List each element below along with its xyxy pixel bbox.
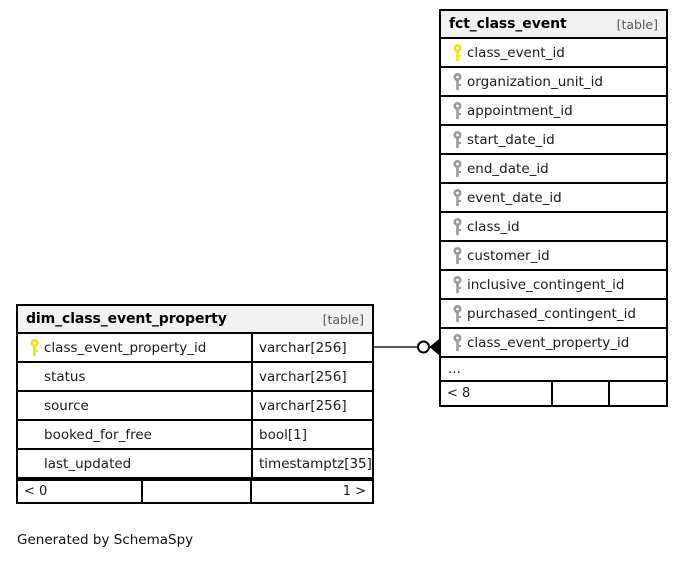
column-name-cell: start_date_id (441, 126, 666, 153)
relationship-connector[interactable] (370, 330, 446, 366)
table-row[interactable]: class_id (441, 213, 666, 242)
column-name-cell: class_id (441, 213, 666, 240)
column-type: varchar[256] (251, 392, 372, 419)
table-row[interactable]: appointment_id (441, 97, 666, 126)
column-name-cell: organization_unit_id (441, 68, 666, 95)
foreign-key-icon (447, 73, 467, 90)
table-row-class-event-property-id[interactable]: class_event_property_id varchar[256] (18, 334, 372, 363)
column-name-cell: event_date_id (441, 184, 666, 211)
table-footer-fct-class-event: < 8 (441, 382, 666, 405)
footer-outgoing-relations[interactable] (608, 382, 666, 405)
column-label: class_id (467, 218, 520, 235)
column-label: purchased_contingent_id (467, 305, 636, 322)
column-label: source (44, 397, 89, 414)
table-row[interactable]: source varchar[256] (18, 392, 372, 421)
footer-incoming-relations[interactable]: < 8 (447, 386, 471, 401)
table-row[interactable]: purchased_contingent_id (441, 300, 666, 329)
more-columns-indicator: ... (441, 358, 666, 382)
primary-key-icon (447, 44, 467, 61)
foreign-key-icon (447, 305, 467, 322)
table-kind-label: [table] (322, 311, 364, 327)
foreign-key-icon (447, 131, 467, 148)
table-row-class-event-property-id[interactable]: class_event_property_id (441, 329, 666, 358)
foreign-key-icon (447, 276, 467, 293)
table-title: fct_class_event (449, 16, 567, 32)
table-footer-dim-class-event-property: < 0 1 > (18, 479, 372, 502)
column-name-cell: customer_id (441, 242, 666, 269)
column-label: class_event_property_id (467, 334, 630, 351)
table-header-fct-class-event: fct_class_event [table] (441, 11, 666, 39)
foreign-key-icon (447, 218, 467, 235)
column-label: organization_unit_id (467, 73, 603, 90)
foreign-key-icon (447, 102, 467, 119)
column-label: event_date_id (467, 189, 562, 206)
table-row[interactable]: class_event_id (441, 39, 666, 68)
primary-key-icon (24, 339, 44, 356)
column-type: bool[1] (251, 421, 372, 448)
column-label: customer_id (467, 247, 550, 264)
column-name-cell: booked_for_free (18, 421, 251, 448)
table-dim-class-event-property[interactable]: dim_class_event_property [table] class_e… (16, 304, 374, 504)
column-type: varchar[256] (251, 334, 372, 361)
table-header-dim-class-event-property: dim_class_event_property [table] (18, 306, 372, 334)
column-label: last_updated (44, 455, 132, 472)
foreign-key-icon (447, 160, 467, 177)
footer-middle (141, 481, 250, 502)
column-label: appointment_id (467, 102, 573, 119)
column-label: booked_for_free (44, 426, 152, 443)
column-label: inclusive_contingent_id (467, 276, 625, 293)
table-row[interactable]: end_date_id (441, 155, 666, 184)
column-type: timestamptz[35] (251, 450, 372, 477)
column-name-cell: purchased_contingent_id (441, 300, 666, 327)
table-row[interactable]: organization_unit_id (441, 68, 666, 97)
table-fct-class-event[interactable]: fct_class_event [table] class_event_id (439, 9, 668, 407)
column-name-cell: inclusive_contingent_id (441, 271, 666, 298)
foreign-key-icon (447, 247, 467, 264)
column-label: class_event_id (467, 44, 565, 61)
column-name-cell: class_event_property_id (441, 329, 666, 356)
column-name-cell: class_event_property_id (18, 334, 251, 361)
column-name-cell: status (18, 363, 251, 390)
footer-incoming-relations[interactable]: < 0 (24, 484, 48, 499)
column-name-cell: source (18, 392, 251, 419)
footer-outgoing-relations[interactable]: 1 > (250, 481, 372, 502)
table-row[interactable]: last_updated timestamptz[35] (18, 450, 372, 479)
table-kind-label: [table] (616, 16, 658, 32)
table-row[interactable]: customer_id (441, 242, 666, 271)
foreign-key-icon (447, 334, 467, 351)
column-label: class_event_property_id (44, 339, 207, 356)
table-title: dim_class_event_property (26, 311, 227, 327)
column-label: start_date_id (467, 131, 555, 148)
column-name-cell: appointment_id (441, 97, 666, 124)
footer-middle (551, 382, 608, 405)
table-row[interactable]: status varchar[256] (18, 363, 372, 392)
table-row[interactable]: event_date_id (441, 184, 666, 213)
table-row[interactable]: booked_for_free bool[1] (18, 421, 372, 450)
table-row[interactable]: start_date_id (441, 126, 666, 155)
column-name-cell: last_updated (18, 450, 251, 477)
diagram-caption: Generated by SchemaSpy (17, 532, 194, 548)
column-name-cell: end_date_id (441, 155, 666, 182)
column-label: status (44, 368, 86, 385)
table-row[interactable]: inclusive_contingent_id (441, 271, 666, 300)
column-name-cell: class_event_id (441, 39, 666, 66)
column-type: varchar[256] (251, 363, 372, 390)
foreign-key-icon (447, 189, 467, 206)
column-label: end_date_id (467, 160, 549, 177)
